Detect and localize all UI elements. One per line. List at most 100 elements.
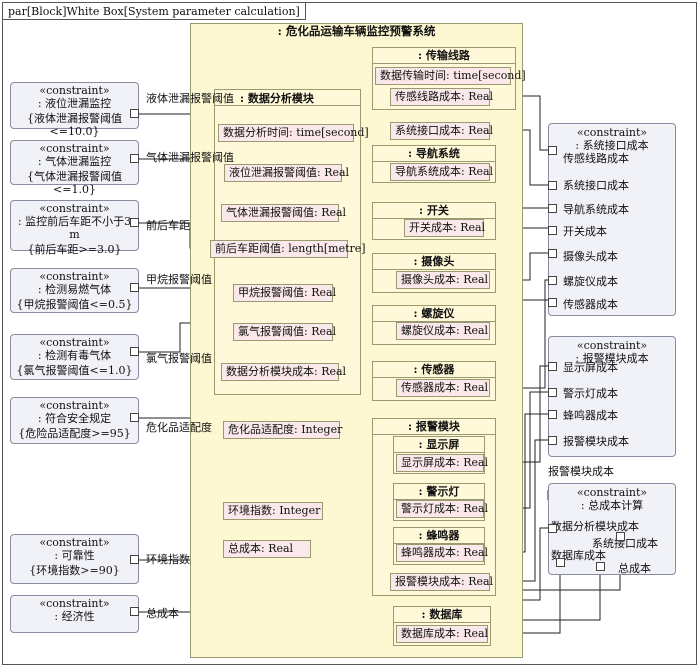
iface-param-1: 系统接口成本 <box>563 179 629 192</box>
total-param-1: 系统接口成本 <box>592 537 658 550</box>
constraint-expression: {氯气报警阈值<=1.0} <box>16 364 133 377</box>
constraint-expression: {前后车距>=3.0} <box>27 243 122 256</box>
port <box>548 524 557 533</box>
methane-threshold-value: 甲烷报警阈值: Real <box>233 284 336 302</box>
frame-title: par[Block]White Box[System parameter cal… <box>3 3 306 20</box>
buzzer-title: : 蜂鸣器 <box>394 528 484 544</box>
total-cost-constraint: «constraint» : 总成本计算 <box>548 483 676 575</box>
left-constraint-5: «constraint»: 符合安全规定 {危险品适配度>=95} <box>10 397 139 444</box>
constraint-name: : 检测有毒气体 <box>37 349 112 362</box>
label-gas-threshold: 气体泄漏报警阈值 <box>146 151 234 164</box>
port <box>556 558 565 567</box>
port <box>548 410 557 419</box>
constraint-stereotype: «constraint» <box>39 597 110 610</box>
alarm-constraint-name: : 报警模块成本 <box>575 352 649 365</box>
label-liquid-threshold: 液体泄漏报警阈值 <box>146 92 234 105</box>
iface-param-2: 导航系统成本 <box>563 203 629 216</box>
total-param-0: 数据分析模块成本 <box>551 520 639 533</box>
constraint-expression: {环境指数>=90} <box>29 564 120 577</box>
constraint-name: : 经济性 <box>54 610 95 623</box>
left-constraint-4: «constraint»: 检测有毒气体 {氯气报警阈值<=1.0} <box>10 334 139 380</box>
port <box>130 283 139 292</box>
interface-constraint-stereotype: «constraint» <box>576 126 648 139</box>
left-constraint-0: «constraint»: 液位泄漏监控 {液体泄漏报警阈值<=10.0} <box>10 82 139 138</box>
navigation-title: : 导航系统 <box>373 146 495 162</box>
port <box>548 204 557 213</box>
constraint-expression: {甲烷报警阈值<=0.5} <box>16 298 133 311</box>
switch-title: : 开关 <box>373 203 495 219</box>
port <box>548 298 557 307</box>
alarm-constraint-stereotype: «constraint» <box>576 339 648 352</box>
iface-param-5: 螺旋仪成本 <box>563 275 618 288</box>
buzzer-cost-value: 蜂鸣器成本: Real <box>396 544 488 562</box>
left-constraint-3: «constraint»: 检测易燃气体 {甲烷报警阈值<=0.5} <box>10 268 139 313</box>
alarm-param-1: 警示灯成本 <box>563 387 618 400</box>
port <box>548 146 557 155</box>
port <box>596 562 605 571</box>
constraint-name: : 气体泄漏监控 <box>37 155 112 168</box>
main-system-title: : 危化品运输车辆监控预警系统 <box>277 24 436 38</box>
label-total-cost: 总成本 <box>146 607 179 620</box>
total-cost-value: 总成本: Real <box>223 540 311 558</box>
port <box>616 532 625 541</box>
database-cost-value: 数据库成本: Real <box>396 625 488 643</box>
port <box>130 347 139 356</box>
data-analysis-title: : 数据分析模块 <box>240 92 314 105</box>
constraint-name: : 可靠性 <box>54 549 95 562</box>
alarm-cost-constraint: «constraint» : 报警模块成本 <box>548 336 676 457</box>
constraint-expression: {危险品适配度>=95} <box>18 427 131 440</box>
transmission-title: : 传输线路 <box>373 48 515 64</box>
interface-cost-value: 系统接口成本: Real <box>390 122 493 140</box>
transmission-cost-value: 传感线路成本: Real <box>390 88 493 106</box>
constraint-stereotype: «constraint» <box>39 270 110 283</box>
port <box>548 181 557 190</box>
adaptability-value: 危化品适配度: Integer <box>223 421 342 439</box>
constraint-stereotype: «constraint» <box>39 84 110 97</box>
navigation-cost-value: 导航系统成本: Real <box>390 163 493 181</box>
left-constraint-6: «constraint»: 可靠性{环境指数>=90} <box>10 534 139 584</box>
label-methane: 甲烷报警阈值 <box>146 273 212 286</box>
constraint-name: : 检测易燃气体 <box>37 283 112 296</box>
interface-cost-constraint: «constraint» : 系统接口成本 <box>548 123 676 316</box>
port <box>130 413 139 422</box>
gyro-title: : 螺旋仪 <box>373 306 495 322</box>
port <box>130 555 139 564</box>
alarm-param-0: 显示屏成本 <box>563 361 618 374</box>
database-title: : 数据库 <box>394 607 490 623</box>
light-cost-value: 警示灯成本: Real <box>396 500 488 518</box>
total-constraint-name: : 总成本计算 <box>580 499 644 512</box>
constraint-name: : 符合安全规定 <box>37 412 112 425</box>
constraint-stereotype: «constraint» <box>39 399 110 412</box>
port <box>548 388 557 397</box>
analysis-module-cost-value: 数据分析模块成本: Real <box>221 363 346 381</box>
constraint-name: : 监控前后车距不小于3 m <box>17 215 132 241</box>
constraint-expression: {液体泄漏报警阈值<=10.0} <box>27 112 122 138</box>
sensor-cost-value: 传感器成本: Real <box>396 379 490 397</box>
constraint-name: : 液位泄漏监控 <box>37 97 112 110</box>
port <box>548 436 557 445</box>
iface-param-6: 传感器成本 <box>563 298 618 311</box>
env-index-value: 环境指数: Integer <box>223 502 323 520</box>
port <box>548 276 557 285</box>
interface-constraint-name: : 系统接口成本 <box>575 139 649 152</box>
liquid-threshold-value: 液位泄漏报警阈值: Real <box>224 164 349 182</box>
display-cost-value: 显示屏成本: Real <box>396 454 488 472</box>
port <box>130 607 139 616</box>
constraint-expression: {气体泄漏报警阈值<=1.0} <box>27 170 122 196</box>
constraint-stereotype: «constraint» <box>39 202 110 215</box>
left-constraint-2: «constraint»: 监控前后车距不小于3 m {前后车距>=3.0} <box>10 200 139 256</box>
sensor-title: : 传感器 <box>373 362 495 378</box>
distance-threshold-value: 前后车距阈值: length[metre] <box>210 240 366 258</box>
port <box>130 109 139 118</box>
label-distance: 前后车距 <box>146 219 190 232</box>
alarm-param-2: 蜂鸣器成本 <box>563 409 618 422</box>
constraint-stereotype: «constraint» <box>39 336 110 349</box>
alarm-cost-label: 报警模块成本 <box>548 465 614 478</box>
camera-cost-value: 摄像头成本: Real <box>396 271 490 289</box>
port <box>548 226 557 235</box>
label-chlorine: 氯气报警阈值 <box>146 352 212 365</box>
iface-param-3: 开关成本 <box>563 225 607 238</box>
display-title: : 显示屏 <box>394 437 484 453</box>
port <box>548 249 557 258</box>
